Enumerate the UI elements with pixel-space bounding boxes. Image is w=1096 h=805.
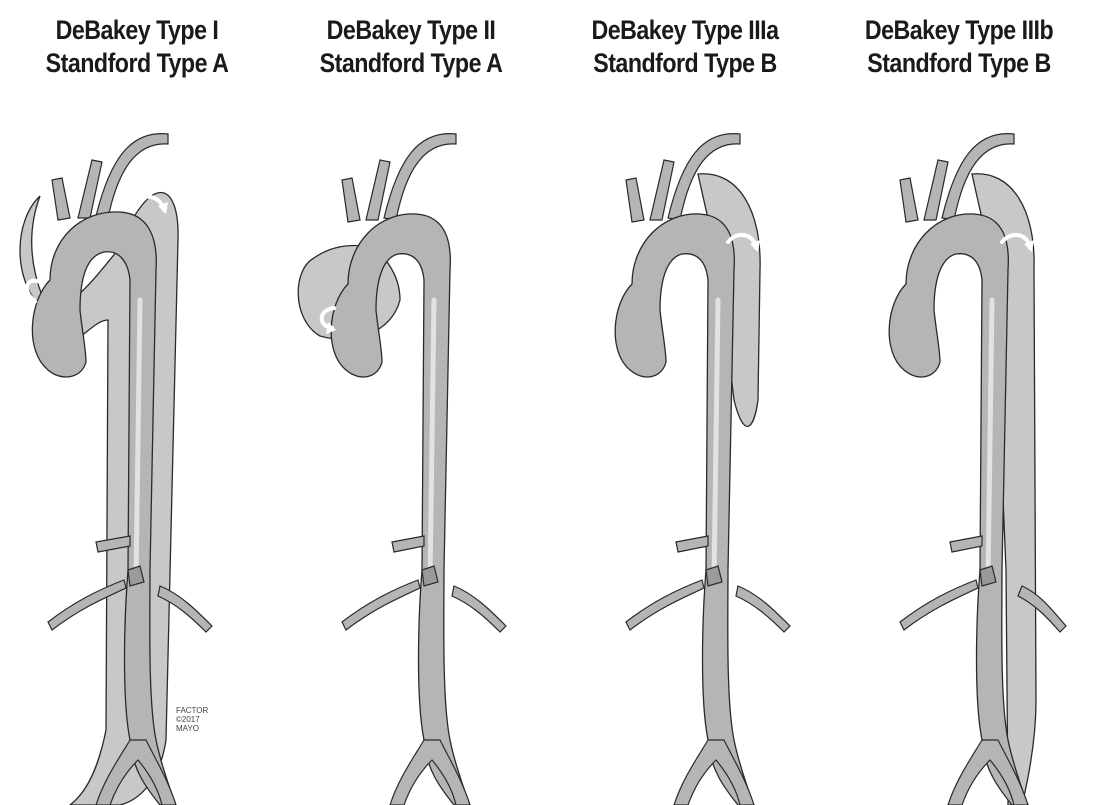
title-stanford: Standford Type B [841,47,1077,80]
left-subclavian-artery [384,134,456,220]
renal-branch-left-lower [900,580,978,630]
panel-title: DeBakey Type IIIb Standford Type B [822,14,1096,80]
title-debakey: DeBakey Type II [293,14,529,47]
credit-line-1: FACTOR [176,706,208,715]
aortic-arch [331,214,470,805]
brachiocephalic-artery [626,178,644,222]
title-debakey: DeBakey Type IIIa [567,14,803,47]
title-debakey: DeBakey Type IIIb [841,14,1077,47]
title-stanford: Standford Type A [293,47,529,80]
brachiocephalic-artery [52,178,70,220]
aorta-illustration-type-2 [274,100,548,805]
renal-branch-left-lower [626,580,704,630]
panel-debakey-type-2: DeBakey Type II Standford Type A [274,0,548,805]
renal-branch-right [736,586,790,632]
renal-branch-right [452,586,506,632]
panel-title: DeBakey Type I Standford Type A [0,14,274,80]
panel-debakey-type-3a: DeBakey Type IIIa Standford Type B [548,0,822,805]
credit-line-3: MAYO [176,724,208,733]
copyright-credit: FACTOR ©2017 MAYO [176,706,208,733]
panel-title: DeBakey Type II Standford Type A [274,14,548,80]
title-debakey: DeBakey Type I [19,14,255,47]
panel-title: DeBakey Type IIIa Standford Type B [548,14,822,80]
renal-artery-left [676,536,708,552]
renal-artery-left [392,536,424,552]
brachiocephalic-artery [900,178,918,222]
aortic-arch [615,214,754,805]
aorta-illustration-type-3b [822,100,1096,805]
panel-debakey-type-1: DeBakey Type I Standford Type A FACTOR [0,0,274,805]
renal-artery-left [950,536,982,552]
brachiocephalic-artery [342,178,360,222]
aorta-illustration-type-3a [548,100,822,805]
panel-debakey-type-3b: DeBakey Type IIIb Standford Type B [822,0,1096,805]
credit-line-2: ©2017 [176,715,208,724]
title-stanford: Standford Type A [19,47,255,80]
aorta-illustration-type-1 [0,100,274,805]
renal-branch-left-lower [342,580,420,630]
title-stanford: Standford Type B [567,47,803,80]
